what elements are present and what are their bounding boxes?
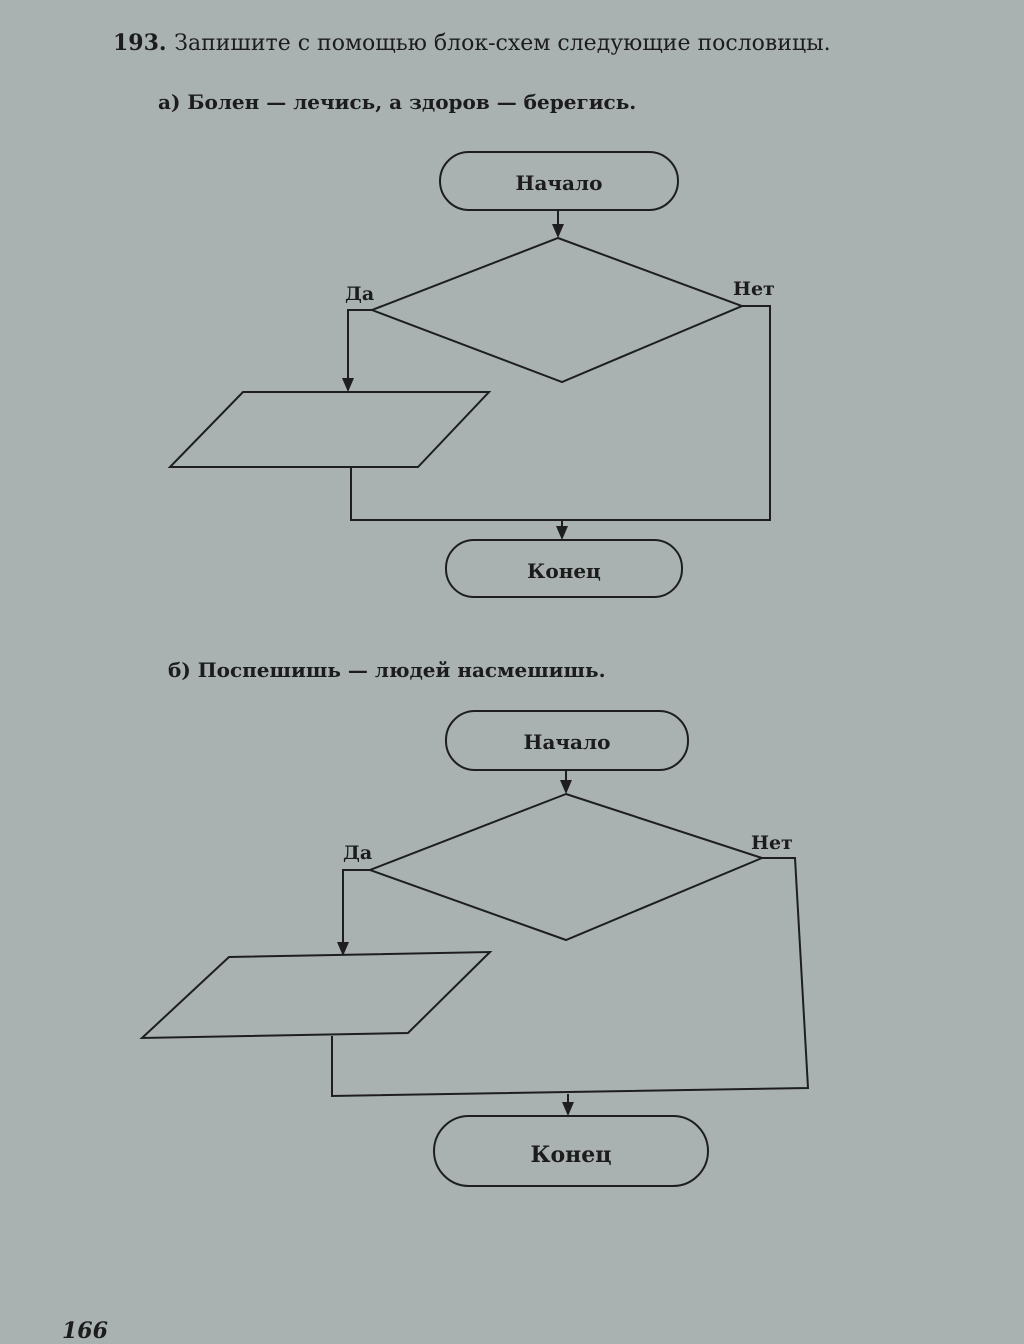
exercise-number: 193. [113,30,167,56]
yes-label-b: Да [343,842,372,864]
no-label-b: Нет [751,832,793,854]
start-label-b: Начало [524,730,611,754]
yes-label-a: Да [345,283,374,305]
end-label-b: Конец [530,1142,611,1168]
decision-diamond-a [369,236,745,384]
end-terminal-b [433,1115,709,1187]
exercise-heading: 193. Запишите с помощью блок-схем следую… [113,30,831,56]
io-parallelogram-b [139,950,493,1040]
yes-branch-b [337,869,370,956]
start-label-a: Начало [516,171,603,195]
end-terminal-a [445,539,683,598]
io-parallelogram-a [167,391,492,468]
no-label-a: Нет [733,278,775,300]
yes-branch-a [342,309,372,392]
flowchart-a: Начало Да Нет Конец [167,151,775,598]
part-a-label: а) Болен — лечись, а здоров — берегись. [158,90,637,114]
flowchart-b: Начало Да Нет Конец [139,710,810,1187]
part-b-label: б) Поспешишь — людей насмешишь. [168,658,606,682]
merge-line-a [350,305,771,521]
decision-diamond-b [367,792,765,942]
merge-line-b [331,857,810,1098]
exercise-title: Запишите с помощью блок-схем следующие п… [174,31,831,56]
end-label-a: Конец [527,559,601,583]
